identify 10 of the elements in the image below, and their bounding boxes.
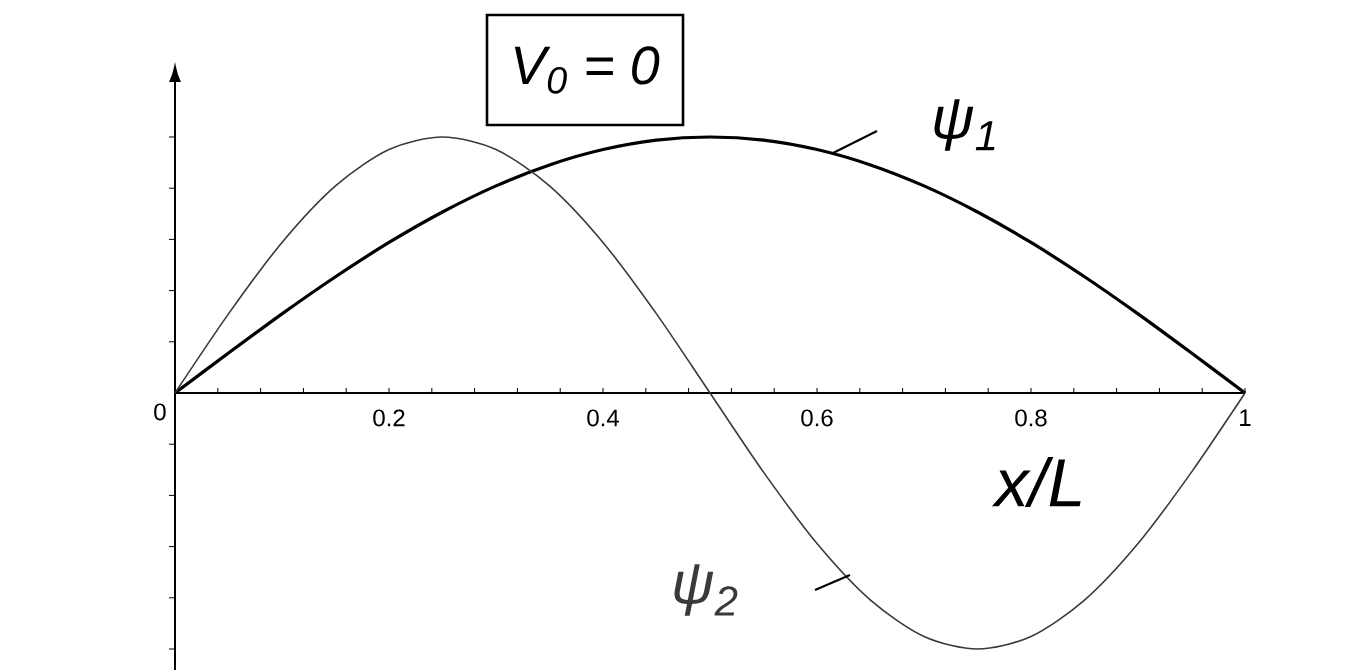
series-label: ψ$_{2}$ bbox=[674, 564, 738, 616]
tick-label: 0 bbox=[154, 403, 166, 421]
tick-label: 0.8 bbox=[1015, 409, 1047, 427]
tick-label: 0.2 bbox=[373, 409, 405, 427]
tick-label: 1 bbox=[1240, 409, 1251, 426]
tick-label: 0.4 bbox=[587, 409, 619, 427]
tick-label: 0.6 bbox=[801, 409, 833, 427]
axis-label: x/L bbox=[991, 457, 1081, 507]
boxed-label: V$_{0}$ = 0 bbox=[485, 13, 685, 127]
series-label: ψ$_{1}$ bbox=[934, 99, 995, 151]
